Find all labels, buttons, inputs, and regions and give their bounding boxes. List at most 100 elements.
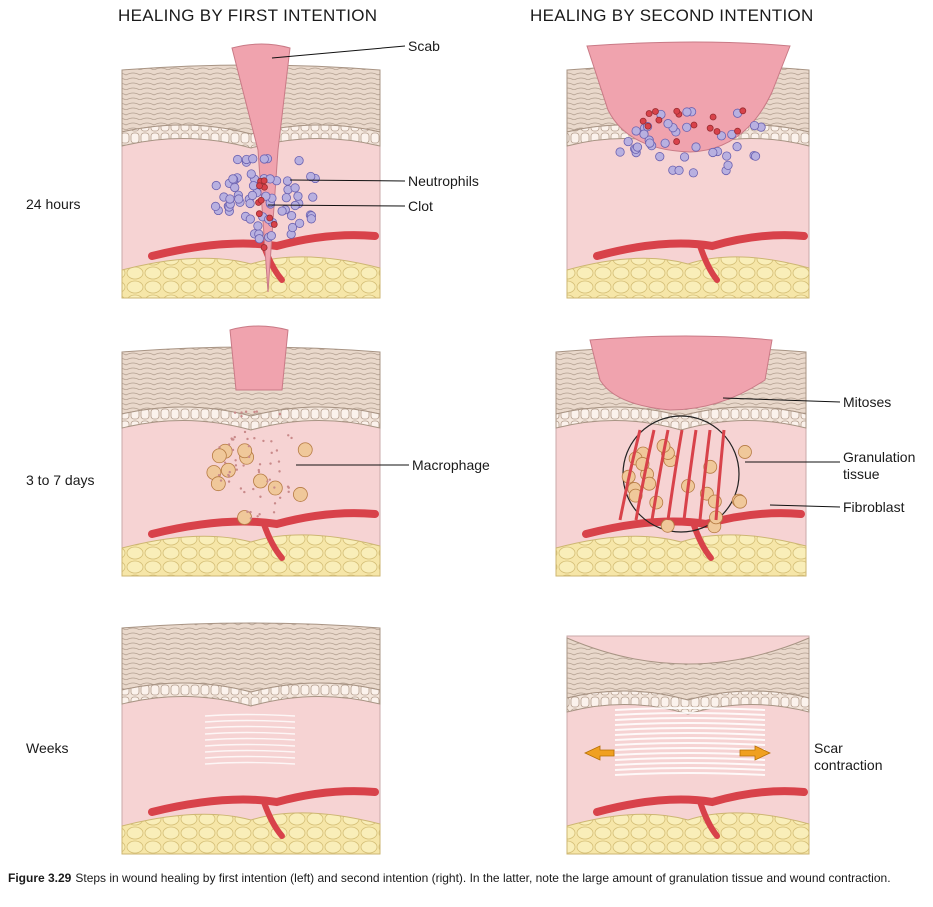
capillary (666, 429, 684, 521)
neutrophil (266, 231, 276, 241)
capillary (714, 429, 726, 521)
debris-dot (255, 410, 259, 413)
neutrophil (645, 138, 655, 148)
debris-dot (227, 474, 231, 478)
scab (589, 335, 773, 411)
clot-cell (690, 121, 698, 129)
capillary (634, 429, 656, 521)
debris-dot (278, 470, 281, 473)
debris-dot (275, 449, 279, 452)
scar-fiber (614, 717, 766, 721)
debris-dot (278, 496, 282, 500)
callout-granulation-tissue: Granulation tissue (843, 449, 915, 483)
panel-first-3-7d (121, 325, 381, 577)
vessel-branch (697, 799, 721, 839)
capillary (682, 429, 698, 521)
blood-vessel (148, 231, 379, 260)
debris-dot (269, 462, 272, 465)
scar-fiber (204, 731, 296, 735)
neutrophil (732, 142, 742, 152)
scar-fiber (204, 743, 296, 747)
granulation-cell (733, 494, 748, 509)
neutrophil (295, 218, 305, 228)
blood-vessel (593, 231, 808, 260)
scar-fiber (614, 727, 766, 731)
clot-cell (734, 127, 741, 135)
vessel-branch (260, 799, 285, 839)
neutrophil (674, 165, 684, 175)
debris-dot (249, 510, 252, 514)
scar-line-1: Scar (814, 740, 843, 756)
scar-fiber (204, 761, 296, 765)
neutrophil (228, 174, 238, 184)
callout-scab: Scab (408, 38, 440, 54)
debris-dot (234, 459, 237, 462)
debris-dot (243, 490, 246, 494)
neutrophil (631, 126, 641, 136)
neutrophil (211, 180, 221, 191)
clot-cell (256, 182, 263, 190)
neutrophil (277, 206, 287, 216)
debris-dot (262, 439, 265, 443)
clot-cell (644, 122, 652, 130)
granulation-cell (707, 494, 722, 509)
granulation-line-2: tissue (843, 466, 880, 482)
scab (229, 325, 289, 391)
header-first-intention: HEALING BY FIRST INTENTION (118, 6, 378, 25)
debris-dot (273, 502, 277, 505)
neutrophil (234, 194, 244, 204)
neutrophil (679, 152, 690, 162)
debris-dot (218, 446, 221, 449)
scar-fiber (204, 719, 296, 723)
debris-dot (233, 435, 236, 439)
clot-cell (652, 108, 659, 115)
debris-dot (272, 511, 276, 514)
neutrophil (682, 107, 692, 117)
clot-cell (706, 124, 714, 132)
debris-dot (246, 437, 249, 441)
debris-dot (233, 411, 237, 414)
panel-second-24h (566, 41, 810, 299)
row-label-3-to-7-days: 3 to 7 days (26, 472, 95, 488)
debris-dot (246, 510, 249, 513)
scar-fiber (614, 712, 766, 716)
neutrophil (688, 168, 698, 178)
macrophage (237, 443, 253, 459)
debris-dot (242, 464, 245, 467)
clot-cell (673, 107, 681, 115)
scar-fiber (204, 725, 296, 729)
debris-dot (259, 495, 262, 498)
neutrophil (230, 182, 240, 193)
blood-vessel (582, 509, 805, 538)
row-label-24-hours: 24 hours (26, 196, 81, 212)
scar-line-2: contraction (814, 757, 883, 773)
basal-layer (566, 690, 810, 715)
scar-fiber (614, 742, 766, 746)
debris-dot (257, 468, 260, 472)
neutrophil (708, 147, 718, 158)
debris-dot (234, 464, 238, 467)
neutrophil (287, 211, 297, 221)
scar-fiber (204, 749, 296, 753)
neutrophil (306, 214, 316, 224)
neutrophil (281, 193, 291, 203)
debris-dot (227, 443, 231, 446)
debris-dot (231, 448, 235, 452)
fat-layer (121, 534, 381, 577)
scar-fiber (614, 707, 766, 711)
neutrophil (245, 214, 255, 224)
debris-dot (240, 411, 243, 414)
basal-layer (555, 406, 807, 431)
scar-fiber (204, 737, 296, 741)
neutrophil (655, 152, 665, 162)
debris-dot (247, 455, 251, 459)
capillary (698, 429, 712, 521)
callout-fibroblast: Fibroblast (843, 499, 905, 515)
debris-dot (217, 474, 221, 477)
debris-dot (273, 486, 276, 489)
blood-vessel (593, 787, 808, 816)
basal-layer (121, 406, 381, 431)
clot-cell (673, 138, 681, 145)
fat-layer (566, 256, 810, 299)
debris-dot (253, 410, 256, 414)
